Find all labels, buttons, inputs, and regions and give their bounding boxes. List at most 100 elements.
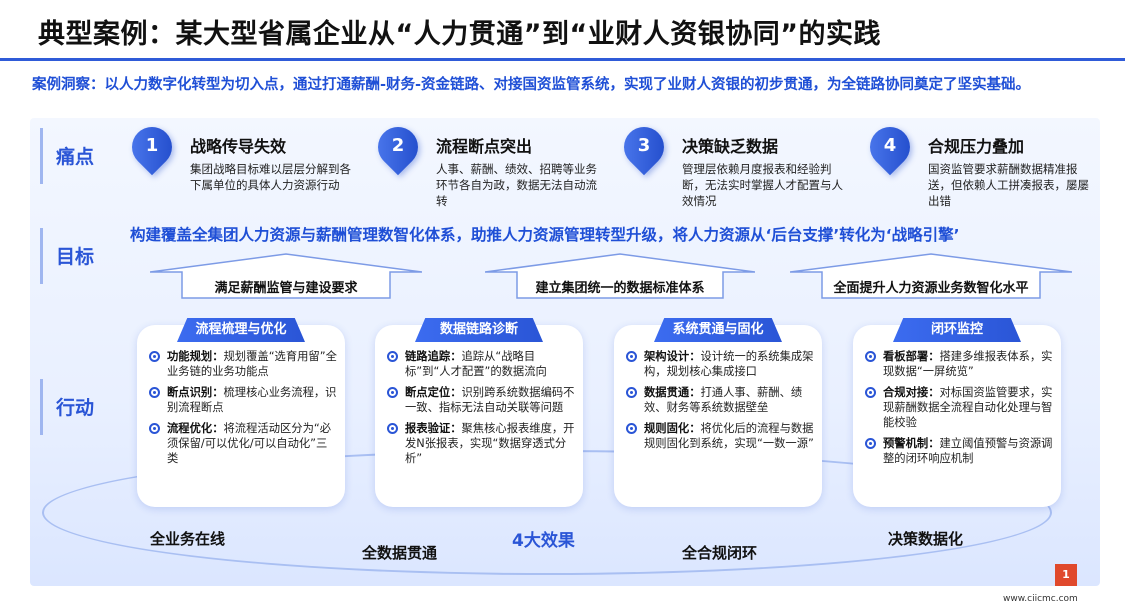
action-item-text: 聚焦核心报表维度，开发N张报表，实现“数据穿透式分析” <box>405 422 575 465</box>
goal-arrow-text: 建立集团统一的数据标准体系 <box>535 281 705 296</box>
action-item: 规则固化：将优化后的流程与数据规则固化到系统，实现“一数一源” <box>626 421 814 451</box>
bullet-icon <box>149 423 160 434</box>
pain-description: 国资监管要求薪酬数据精准报送，但依赖人工拼凑报表，屡屡出错 <box>928 162 1089 208</box>
action-card-title: 数据链路诊断 <box>415 318 543 342</box>
action-item-key: 架构设计： <box>644 350 701 363</box>
pain-description: 管理层依赖月度报表和经验判断，无法实时掌握人才配置与人效情况 <box>682 162 843 208</box>
action-item-text: 梳理核心业务流程，识别流程断点 <box>167 386 337 414</box>
site-url: www.ciicmc.com <box>1003 594 1078 604</box>
pain-number: 3 <box>637 135 651 156</box>
pain-point-1: 1 战略传导失效 集团战略目标难以层层分解到各下属单位的具体人力资源行动 <box>123 118 362 207</box>
pain-number: 4 <box>883 135 897 156</box>
row-label-pain: 痛点 <box>40 128 110 184</box>
action-item: 架构设计：设计统一的系统集成架构，规划核心集成接口 <box>626 349 814 379</box>
pain-title: 战略传导失效 <box>190 137 287 156</box>
goal-arrow-1: 满足薪酬监管与建设要求 <box>150 252 422 300</box>
goal-arrow-2: 建立集团统一的数据标准体系 <box>485 252 755 300</box>
page-number-badge: 1 <box>1055 564 1077 586</box>
bullet-icon <box>626 387 637 398</box>
title-underline <box>0 58 1125 61</box>
action-item-text: 打通人事、薪酬、绩效、财务等系统数据壁垒 <box>644 386 803 414</box>
goal-arrow-text: 满足薪酬监管与建设要求 <box>214 281 358 296</box>
up-arrow-icon <box>150 253 422 299</box>
action-item-key: 数据贯通： <box>644 386 701 399</box>
case-insight: 案例洞察：以人力数字化转型为切入点，通过打通薪酬-财务-资金链路、对接国资监管系… <box>32 77 1031 93</box>
bullet-icon <box>387 387 398 398</box>
action-item-key: 功能规划： <box>167 350 224 363</box>
pain-title: 决策缺乏数据 <box>682 137 779 156</box>
action-item-key: 合规对接： <box>883 386 940 399</box>
pain-description: 人事、薪酬、绩效、招聘等业务环节各自为政，数据无法自动流转 <box>436 162 597 208</box>
action-card-title: 闭环监控 <box>893 318 1021 342</box>
bullet-icon <box>626 423 637 434</box>
bullet-icon <box>865 351 876 362</box>
action-card-2: 数据链路诊断 链路追踪：追踪从“战略目标”到“人才配置”的数据流向 断点定位：识… <box>375 318 583 507</box>
action-item: 预警机制：建立阈值预警与资源调整的闭环响应机制 <box>865 436 1053 466</box>
action-item: 功能规划：规划覆盖“选育用留”全业务链的业务功能点 <box>149 349 337 379</box>
effect-2: 全数据贯通 <box>362 544 438 562</box>
action-item-key: 预警机制： <box>883 437 940 450</box>
goal-statement: 构建覆盖全集团人力资源与薪酬管理数智化体系，助推人力资源管理转型升级，将人力资源… <box>130 226 960 244</box>
action-item-key: 断点识别： <box>167 386 224 399</box>
bullet-icon <box>149 387 160 398</box>
action-card-title: 流程梳理与优化 <box>177 318 305 342</box>
row-label-text: 目标 <box>55 246 94 268</box>
action-card-1: 流程梳理与优化 功能规划：规划覆盖“选育用留”全业务链的业务功能点 断点识别：梳… <box>137 318 345 507</box>
page-title: 典型案例：某大型省属企业从“人力贯通”到“业财人资银协同”的实践 <box>38 19 881 50</box>
action-item-text: 将流程活动区分为“必须保留/可以优化/可以自动化”三类 <box>167 422 332 465</box>
goal-arrow-3: 全面提升人力资源业务数智化水平 <box>790 252 1072 300</box>
row-label-bar <box>40 128 43 184</box>
action-item: 链路追踪：追踪从“战略目标”到“人才配置”的数据流向 <box>387 349 575 379</box>
action-item: 合规对接：对标国资监管要求，实现薪酬数据全流程自动化处理与智能校验 <box>865 385 1053 430</box>
action-item-key: 报表验证： <box>405 422 462 435</box>
action-item: 断点识别：梳理核心业务流程，识别流程断点 <box>149 385 337 415</box>
bullet-icon <box>626 351 637 362</box>
action-item-text: 设计统一的系统集成架构，规划核心集成接口 <box>644 350 814 378</box>
pain-number: 1 <box>145 135 159 156</box>
bullet-icon <box>865 438 876 449</box>
row-label-goal: 目标 <box>40 228 110 284</box>
goal-arrow-text: 全面提升人力资源业务数智化水平 <box>833 281 1029 296</box>
pain-number: 2 <box>391 135 405 156</box>
pain-point-4: 4 合规压力叠加 国资监管要求薪酬数据精准报送，但依赖人工拼凑报表，屡屡出错 <box>861 118 1100 208</box>
action-item-key: 链路追踪： <box>405 350 462 363</box>
action-card-3: 系统贯通与固化 架构设计：设计统一的系统集成架构，规划核心集成接口 数据贯通：打… <box>614 318 822 507</box>
action-item: 流程优化：将流程活动区分为“必须保留/可以优化/可以自动化”三类 <box>149 421 337 466</box>
action-item-key: 断点定位： <box>405 386 462 399</box>
pain-point-3: 3 决策缺乏数据 管理层依赖月度报表和经验判断，无法实时掌握人才配置与人效情况 <box>615 118 854 208</box>
up-arrow-icon <box>790 253 1072 299</box>
action-item-text: 识别跨系统数据编码不一致、指标无法自动关联等问题 <box>405 386 575 414</box>
action-item-text: 对标国资监管要求，实现薪酬数据全流程自动化处理与智能校验 <box>883 386 1053 429</box>
up-arrow-icon <box>485 253 755 299</box>
action-item-text: 搭建多维报表体系，实现数据“一屏统览” <box>883 350 1053 378</box>
action-item-key: 规则固化： <box>644 422 701 435</box>
row-label-text: 痛点 <box>55 146 94 168</box>
action-item-text: 将优化后的流程与数据规则固化到系统，实现“一数一源” <box>644 422 814 450</box>
effect-3: 全合规闭环 <box>682 544 758 562</box>
bullet-icon <box>865 387 876 398</box>
action-item: 报表验证：聚焦核心报表维度，开发N张报表，实现“数据穿透式分析” <box>387 421 575 466</box>
effects-center-label: 4大效果 <box>512 531 575 551</box>
pain-title: 流程断点突出 <box>436 137 533 156</box>
action-item-text: 建立阈值预警与资源调整的闭环响应机制 <box>883 437 1053 465</box>
action-item: 看板部署：搭建多维报表体系，实现数据“一屏统览” <box>865 349 1053 379</box>
action-item-key: 流程优化： <box>167 422 224 435</box>
action-item-key: 看板部署： <box>883 350 940 363</box>
row-label-bar <box>40 228 43 284</box>
pain-point-2: 2 流程断点突出 人事、薪酬、绩效、招聘等业务环节各自为政，数据无法自动流转 <box>369 118 608 208</box>
action-card-4: 闭环监控 看板部署：搭建多维报表体系，实现数据“一屏统览” 合规对接：对标国资监… <box>853 318 1061 507</box>
action-item: 断点定位：识别跨系统数据编码不一致、指标无法自动关联等问题 <box>387 385 575 415</box>
action-item-text: 追踪从“战略目标”到“人才配置”的数据流向 <box>405 350 547 378</box>
row-label-text: 行动 <box>55 397 94 419</box>
bullet-icon <box>387 351 398 362</box>
bullet-icon <box>387 423 398 434</box>
bullet-icon <box>149 351 160 362</box>
action-item: 数据贯通：打通人事、薪酬、绩效、财务等系统数据壁垒 <box>626 385 814 415</box>
action-item-text: 规划覆盖“选育用留”全业务链的业务功能点 <box>167 350 337 378</box>
effect-1: 全业务在线 <box>150 530 226 548</box>
row-label-bar <box>40 379 43 435</box>
pain-title: 合规压力叠加 <box>928 137 1025 156</box>
effect-4: 决策数据化 <box>888 530 964 548</box>
pain-description: 集团战略目标难以层层分解到各下属单位的具体人力资源行动 <box>190 162 351 192</box>
action-card-title: 系统贯通与固化 <box>654 318 782 342</box>
